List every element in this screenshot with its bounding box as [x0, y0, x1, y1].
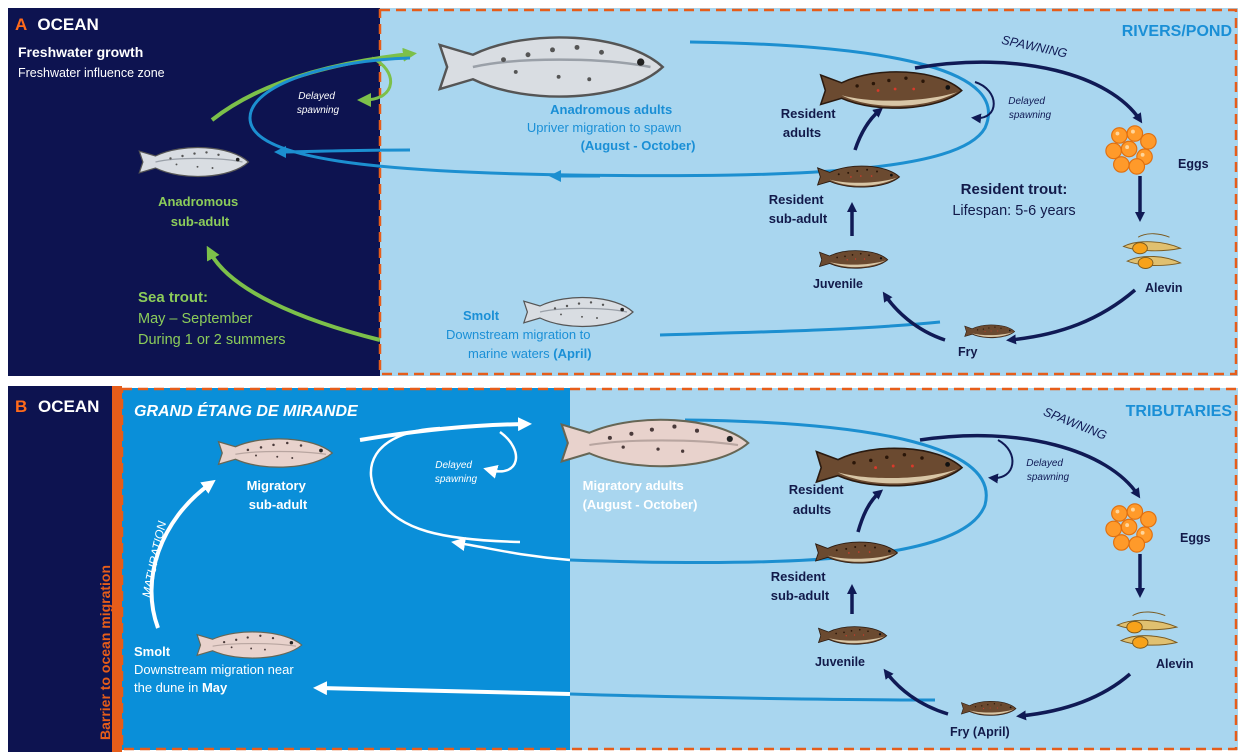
svg-text:marine waters (April): marine waters (April): [468, 346, 592, 361]
subadult-r-label-b: sub-adult: [771, 588, 830, 603]
migratory-adults-title: Migratory adults: [583, 478, 684, 493]
aug-oct-label-a: (August - October): [581, 138, 696, 153]
april-label-a: (April): [553, 346, 591, 361]
fry-label-a: Fry: [958, 345, 978, 359]
dune-label: the dune in: [134, 680, 202, 695]
freshwater-growth-label: Freshwater growth: [18, 44, 143, 60]
aug-oct-label-b: (August - October): [583, 497, 698, 512]
juvenile-label-b: Juvenile: [815, 655, 865, 669]
eggs-label-b: Eggs: [1180, 531, 1211, 545]
resident-trout-title: Resident trout:: [961, 181, 1068, 198]
panel-a: A OCEAN Freshwater growth Freshwater inf…: [8, 8, 1238, 376]
barrier-label: Barrier to ocean migration: [97, 565, 113, 740]
sea-trout-title: Sea trout:: [138, 289, 208, 306]
delayed-label-b-right: Delayed: [1026, 458, 1063, 469]
panel-b-pond-background: [122, 388, 570, 750]
sub-adult-label-a: sub-adult: [171, 214, 230, 229]
sub-adult-label-b: sub-adult: [249, 497, 308, 512]
spawning-small-label-b: spawning: [1027, 472, 1070, 483]
upriver-migration-label: Upriver migration to spawn: [527, 120, 682, 135]
delayed-label-a-right: Delayed: [1008, 96, 1045, 107]
spawning-small-label-a: spawning: [1009, 110, 1052, 121]
smolt-label-a: Smolt: [463, 308, 500, 323]
resident-subadult-label-a: Resident: [769, 192, 825, 207]
svg-text:A OCEAN: A OCEAN: [15, 15, 99, 34]
downstream-label-b: Downstream migration near: [134, 662, 294, 677]
panel-b-barrier-strip: [112, 386, 122, 752]
may-label: May: [202, 680, 228, 695]
anadromous-label: Anadromous: [158, 194, 238, 209]
adults-label-b: adults: [793, 502, 831, 517]
lifespan-label: Lifespan: 5-6 years: [952, 203, 1075, 219]
anadromous-adults-title: Anadromous adults: [550, 102, 672, 117]
delayed-label-b-white: Delayed: [435, 460, 472, 471]
eggs-label-a: Eggs: [1178, 157, 1209, 171]
alevin-label-b: Alevin: [1156, 657, 1194, 671]
panel-a-ocean-label: OCEAN: [37, 15, 98, 34]
tributaries-label: TRIBUTARIES: [1126, 403, 1233, 420]
panel-b-ocean-label: OCEAN: [38, 397, 99, 416]
alevin-label-a: Alevin: [1145, 281, 1183, 295]
spawning-label-b-white: spawning: [435, 474, 478, 485]
resident-subadult-label-b: Resident: [771, 569, 827, 584]
freshwater-influence-label: Freshwater influence zone: [18, 66, 165, 80]
fry-april-label: Fry (April): [950, 725, 1010, 739]
marine-waters-label: marine waters: [468, 346, 553, 361]
may-september-label: May – September: [138, 311, 253, 327]
subadult-r-label-a: sub-adult: [769, 211, 828, 226]
svg-text:the dune in May: the dune in May: [134, 680, 228, 695]
svg-text:B OCEAN: B OCEAN: [15, 397, 99, 416]
resident-adults-label-a: Resident: [781, 106, 837, 121]
delayed-label-a-green: Delayed: [298, 91, 335, 102]
juvenile-label-a: Juvenile: [813, 277, 863, 291]
migratory-label: Migratory: [247, 478, 307, 493]
downstream-label-a: Downstream migration to: [446, 327, 591, 342]
spawning-label-a-green: spawning: [297, 105, 340, 116]
panel-a-rivers-label: RIVERS/POND: [1122, 23, 1232, 40]
grand-etang-label: GRAND ÉTANG DE MIRANDE: [134, 401, 359, 420]
resident-adults-label-b: Resident: [789, 482, 845, 497]
panel-b-letter: B: [15, 397, 27, 416]
panel-b: B OCEAN Barrier to ocean migration GRAND…: [8, 386, 1238, 752]
panel-a-letter: A: [15, 15, 27, 34]
adults-label-a: adults: [783, 125, 821, 140]
summers-label: During 1 or 2 summers: [138, 332, 285, 348]
smolt-label-b: Smolt: [134, 644, 171, 659]
